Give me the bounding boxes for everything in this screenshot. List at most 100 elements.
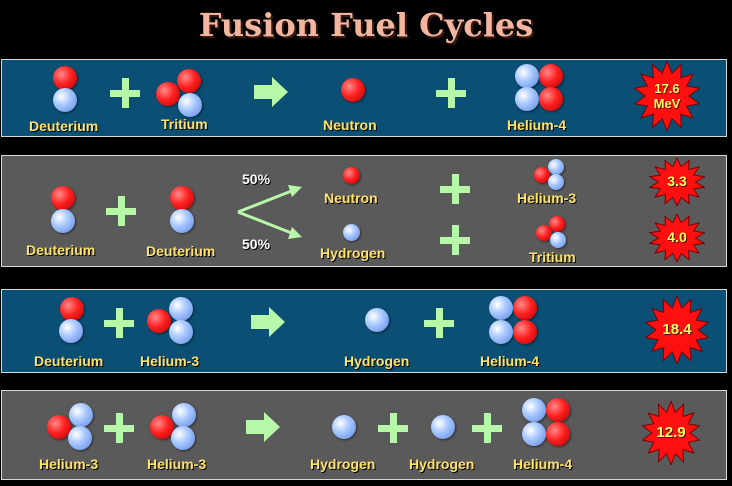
plus-icon: [436, 78, 466, 108]
plus-icon: [106, 196, 136, 226]
reactant-label: Deuterium: [34, 353, 104, 369]
starburst-shape: [645, 296, 709, 364]
reactant-label: Deuterium: [26, 242, 96, 258]
helium3-neutron: [69, 403, 93, 427]
hydrogen-particle: [431, 415, 455, 439]
tritium-neutron: [549, 216, 565, 232]
plus-icon: [440, 225, 470, 255]
neutron-particle: [343, 167, 360, 184]
product-label: Hydrogen: [310, 456, 376, 472]
plus-icon: [110, 78, 140, 108]
helium3-proton: [47, 415, 71, 439]
product-label: Helium-4: [507, 117, 567, 133]
helium3-neutron: [169, 320, 193, 344]
tritium-proton: [536, 225, 552, 241]
plus-icon: [424, 308, 454, 338]
product-label: Helium-4: [480, 353, 540, 369]
helium3-neutron: [68, 426, 92, 450]
helium3-neutron: [548, 174, 564, 190]
starburst-shape: [649, 214, 705, 262]
helium3-neutron: [169, 297, 193, 321]
deuterium-proton: [51, 186, 75, 210]
reaction-panel-he3he3: Helium-3 Helium-3 Hydrogen Hydrogen Heli…: [1, 390, 727, 480]
tritium-neutron: [550, 232, 566, 248]
energy-value: 17.6: [654, 81, 680, 96]
product-label: Hydrogen: [320, 245, 386, 261]
plus-icon: [472, 413, 502, 443]
deuterium-neutron: [53, 88, 77, 112]
helium3-neutron: [171, 426, 195, 450]
energy-value: 3.3: [667, 173, 687, 189]
starburst-shape: [649, 158, 705, 206]
product-label: Tritium: [529, 249, 576, 265]
helium3-neutron: [548, 159, 564, 175]
energy-burst: 3.3: [649, 158, 705, 206]
helium4-proton: [513, 320, 537, 344]
helium4-neutron: [515, 87, 539, 111]
helium4-neutron: [489, 296, 513, 320]
right-arrow-icon: [251, 307, 285, 337]
plus-icon: [104, 308, 134, 338]
helium3-proton: [534, 167, 550, 183]
energy-burst: 4.0: [649, 214, 705, 262]
energy-value: 12.9: [656, 424, 686, 441]
reactant-label: Deuterium: [146, 243, 216, 259]
right-arrow-icon: [246, 412, 280, 442]
helium4-proton: [546, 398, 570, 422]
deuterium-proton: [60, 297, 84, 321]
starburst-shape: [634, 61, 700, 131]
product-label: Helium-4: [513, 456, 573, 472]
helium3-proton: [147, 309, 171, 333]
branch-percent: 50%: [242, 236, 271, 252]
helium4-neutron: [522, 422, 546, 446]
plus-icon: [440, 174, 470, 204]
reaction-panel-dhe3: Deuterium Helium-3 Hydrogen Helium-4 18.…: [1, 289, 727, 373]
energy-burst: 12.9: [642, 401, 700, 465]
helium3-proton: [150, 415, 174, 439]
branch-percent: 50%: [242, 171, 271, 187]
energy-burst: 17.6 MeV: [634, 61, 700, 131]
helium4-proton: [539, 87, 563, 111]
reactant-label: Deuterium: [29, 118, 99, 134]
energy-unit: MeV: [653, 96, 681, 111]
energy-value: 18.4: [662, 321, 692, 338]
product-label: Hydrogen: [344, 353, 410, 369]
deuterium-neutron: [170, 209, 194, 233]
reaction-panel-dd: Deuterium Deuterium 50% 50% Neutron Hydr…: [1, 155, 727, 267]
deuterium-neutron: [51, 209, 75, 233]
helium3-neutron: [172, 403, 196, 427]
reactant-label: Helium-3: [39, 456, 99, 472]
reaction-panel-dt: Deuterium Tritium Neutron Helium-4 17.6 …: [1, 59, 727, 137]
hydrogen-particle: [365, 308, 389, 332]
hydrogen-particle: [343, 224, 360, 241]
starburst-shape: [642, 401, 700, 465]
plus-icon: [104, 413, 134, 443]
product-label: Hydrogen: [409, 456, 475, 472]
hydrogen-particle: [332, 415, 356, 439]
right-arrow-icon: [254, 77, 288, 107]
energy-burst: 18.4: [645, 296, 709, 364]
helium4-proton: [513, 296, 537, 320]
tritium-neutron: [178, 93, 202, 117]
neutron-particle: [341, 78, 365, 102]
product-label: Neutron: [324, 190, 378, 206]
helium4-neutron: [522, 398, 546, 422]
product-label: Neutron: [323, 117, 377, 133]
reactant-label: Helium-3: [140, 353, 200, 369]
reactant-label: Tritium: [161, 116, 208, 132]
deuterium-neutron: [59, 319, 83, 343]
tritium-proton: [156, 82, 180, 106]
helium4-proton: [546, 422, 570, 446]
helium4-neutron: [489, 320, 513, 344]
page-title: Fusion Fuel Cycles: [198, 6, 534, 44]
tritium-neutron: [177, 69, 201, 93]
deuterium-proton: [53, 66, 77, 90]
plus-icon: [378, 413, 408, 443]
deuterium-proton: [170, 186, 194, 210]
product-label: Helium-3: [517, 190, 577, 206]
reactant-label: Helium-3: [147, 456, 207, 472]
helium4-neutron: [515, 64, 539, 88]
energy-value: 4.0: [667, 229, 687, 245]
branch-arrows-icon: [237, 185, 302, 239]
helium4-proton: [539, 64, 563, 88]
